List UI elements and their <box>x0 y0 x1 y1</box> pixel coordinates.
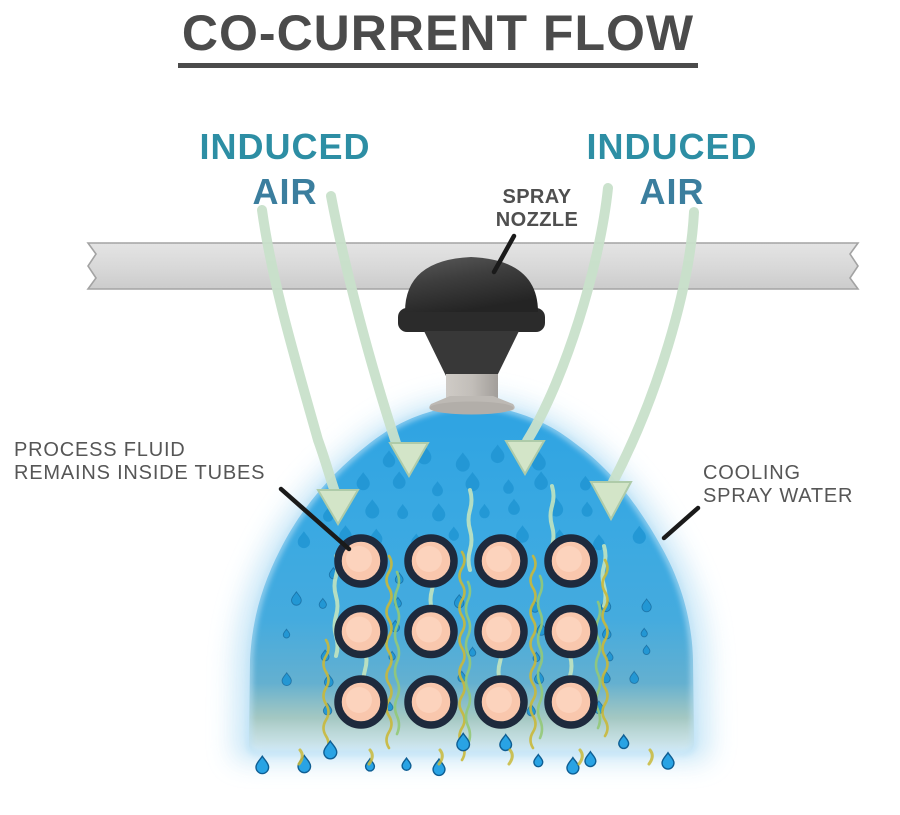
process-tube-highlight <box>346 546 372 572</box>
process-tube-highlight <box>416 616 442 643</box>
squiggle-yellow <box>458 550 466 762</box>
label-pointer-lines <box>278 233 701 552</box>
squiggle-yellow <box>647 748 654 766</box>
induced-air-arrow-shaft <box>257 205 340 497</box>
spray-nozzle-graphic <box>398 257 545 415</box>
process-fluid-label-line2: REMAINS INSIDE TUBES <box>14 461 266 484</box>
falling-droplets-layer <box>255 732 675 777</box>
induced-air-arrow-shaft <box>522 183 613 446</box>
cooling-spray-water-label-line2: SPRAY WATER <box>703 484 854 507</box>
cooling-spray-water-label: COOLING SPRAY WATER <box>703 462 853 508</box>
induced-air-left-line2: AIR <box>252 171 318 213</box>
process-fluid-label-line1: PROCESS FLUID <box>14 439 186 461</box>
pointer-line <box>661 505 701 541</box>
induced-air-arrowhead <box>388 442 430 479</box>
spray-dome-shape <box>249 404 694 753</box>
squiggle-green <box>594 600 602 730</box>
pointer-line <box>491 233 517 275</box>
squiggle-yellow <box>577 748 584 766</box>
spray-nozzle-label-line2: NOZZLE <box>495 208 579 231</box>
spray-nozzle-label-line1: SPRAY <box>502 186 572 208</box>
process-tube-highlight <box>416 687 442 713</box>
spray-nozzle-label: SPRAY NOZZLE <box>457 186 617 232</box>
cooling-spray-dome <box>246 401 697 756</box>
diagram-title: CO-CURRENT FLOW <box>0 8 900 68</box>
process-tube-highlight <box>346 687 372 713</box>
induced-air-arrowhead <box>316 489 360 526</box>
induced-air-arrowhead <box>504 440 546 477</box>
induced-air-right-line1: INDUCED <box>586 126 758 167</box>
squiggle-yellow <box>437 748 444 766</box>
induced-air-left-line1: INDUCED <box>199 126 371 167</box>
process-tube-highlight <box>486 616 512 643</box>
process-tube-highlight <box>556 546 582 572</box>
squiggle-green <box>536 574 544 740</box>
cooling-spray-water-label-line1: COOLING <box>703 462 801 484</box>
squiggle-green <box>464 580 472 746</box>
squiggle-yellow <box>322 638 330 754</box>
squiggle-yellow <box>367 748 374 766</box>
spray-dome-rim <box>246 401 697 756</box>
induced-air-label-left: INDUCED AIR <box>175 124 395 215</box>
process-tube-highlight <box>416 546 442 572</box>
nozzle-base-rim <box>429 401 514 415</box>
process-tube-highlight <box>486 546 512 572</box>
induced-air-label-right: INDUCED AIR <box>562 124 782 215</box>
squiggle-green <box>393 570 401 736</box>
nozzle-flange <box>398 308 545 332</box>
nozzle-stem <box>446 374 498 399</box>
process-fluid-label: PROCESS FLUID REMAINS INSIDE TUBES <box>14 439 265 485</box>
nozzle-cap <box>405 257 538 312</box>
induced-air-arrow-shaft <box>608 207 699 487</box>
air-streak <box>466 488 474 572</box>
process-tube-highlight <box>556 687 582 713</box>
squiggle-yellow <box>601 558 609 738</box>
induced-air-right-line2: AIR <box>639 171 705 213</box>
process-tube-highlight <box>486 687 512 713</box>
squiggle-yellow <box>385 554 393 750</box>
diagram-title-text: CO-CURRENT FLOW <box>177 8 699 68</box>
induced-air-arrows <box>257 183 699 526</box>
induced-air-arrow-shaft <box>326 191 401 448</box>
nozzle-neck <box>424 331 519 376</box>
squiggle-yellow <box>297 748 304 766</box>
squiggle-yellow <box>507 748 514 766</box>
induced-air-arrowhead <box>589 481 633 522</box>
squiggle-yellow <box>529 554 537 750</box>
pointer-line <box>278 486 352 552</box>
process-tube-highlight <box>556 616 582 643</box>
process-tube-highlight <box>346 616 372 643</box>
